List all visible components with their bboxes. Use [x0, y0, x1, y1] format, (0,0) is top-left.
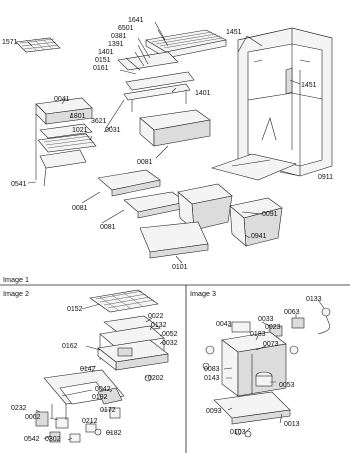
part-label: 1801 [70, 113, 86, 120]
part-label: 0182 [106, 430, 122, 437]
crisper-drawer-upper [177, 183, 233, 231]
part-label: 0941 [251, 233, 267, 240]
part-label: 0041 [54, 96, 70, 103]
part-label: 0052 [162, 331, 178, 338]
part-label: 0033 [258, 316, 274, 323]
glass-shelf-bottom [139, 221, 209, 259]
part-label: 0183 [250, 331, 266, 338]
part-label: 1021 [72, 127, 88, 134]
part-label: 0202 [148, 375, 164, 382]
part-label: 1391 [108, 41, 124, 48]
part-label: 3621 [91, 118, 107, 125]
part-label: 0161 [93, 65, 109, 72]
shelf-middle [123, 191, 187, 219]
part-label: 0143 [204, 375, 220, 382]
part-label: 0031 [105, 127, 121, 134]
control-box [35, 97, 97, 187]
image-3-caption: Image 3 [190, 289, 216, 298]
part-label: 0023 [265, 324, 281, 331]
rail-front [117, 51, 179, 71]
part-label: 0043 [216, 321, 232, 328]
part-label: 0381 [111, 33, 127, 40]
part-label: 1401 [195, 90, 211, 97]
part-label: 0093 [206, 408, 222, 415]
part-label: 0212 [82, 418, 98, 425]
part-label: 0101 [172, 264, 188, 271]
part-label: 0042 [95, 386, 111, 393]
part-label: 0162 [62, 343, 78, 350]
part-label: 0091 [262, 211, 278, 218]
image-1-caption: Image 1 [3, 275, 29, 284]
part-label: 1451 [301, 82, 317, 89]
part-label: 0053 [279, 382, 295, 389]
part-label: 0083 [204, 366, 220, 373]
wire-rack [15, 37, 61, 53]
part-label: 0302 [45, 436, 61, 443]
part-label: 0073 [263, 341, 279, 348]
part-label: 1401 [98, 49, 114, 56]
rail-lower [123, 83, 191, 101]
shelf-left [97, 169, 161, 197]
part-label: 0172 [100, 407, 116, 414]
part-label: 0542 [24, 436, 40, 443]
part-label: 0081 [72, 205, 88, 212]
part-label: 0013 [284, 421, 300, 428]
part-label: 0081 [100, 224, 116, 231]
image-1-leaders [27, 21, 301, 264]
image-2-labels: 0152 0022 0132 0052 0032 0162 0202 0142 … [11, 306, 178, 443]
crisper-cover [210, 153, 297, 181]
part-label: 0133 [306, 296, 322, 303]
part-label: 0151 [95, 57, 111, 64]
part-label: 0103 [230, 429, 246, 436]
part-label: 0081 [137, 159, 153, 166]
part-label: 0911 [318, 174, 333, 181]
image-2-leaders [35, 303, 163, 441]
part-label: 0142 [80, 366, 96, 373]
image-3-labels: 0133 0063 0043 0033 0023 0183 0073 0083 … [204, 296, 322, 436]
panel-frames [0, 284, 350, 453]
image-2-drawing [35, 289, 169, 443]
part-label: 0022 [148, 313, 164, 320]
shelf-upper [139, 109, 211, 147]
part-label: 0063 [284, 309, 300, 316]
crisper-drawer-lower [229, 197, 283, 247]
part-label: 1451 [226, 29, 242, 36]
part-label: 0032 [162, 340, 178, 347]
image-2-caption: Image 2 [3, 289, 29, 298]
part-label: 0152 [67, 306, 83, 313]
part-label: 6501 [118, 25, 134, 32]
image-3-leaders [223, 299, 325, 433]
part-label: 0541 [11, 181, 27, 188]
part-label: 0062 [25, 414, 41, 421]
image-1-drawing [15, 27, 333, 259]
cabinet [237, 27, 333, 177]
top-shelf-assembly [145, 29, 227, 59]
part-label: 1641 [128, 17, 144, 24]
image-3-drawing [202, 307, 331, 438]
rail-back [125, 71, 195, 91]
part-label: 0132 [151, 322, 167, 329]
image-1-labels: 1641 6501 0381 1391 1401 0151 0161 1571 … [2, 17, 333, 271]
part-label: 0232 [11, 405, 27, 412]
part-label: 0192 [92, 394, 108, 401]
part-label: 1571 [2, 39, 18, 46]
